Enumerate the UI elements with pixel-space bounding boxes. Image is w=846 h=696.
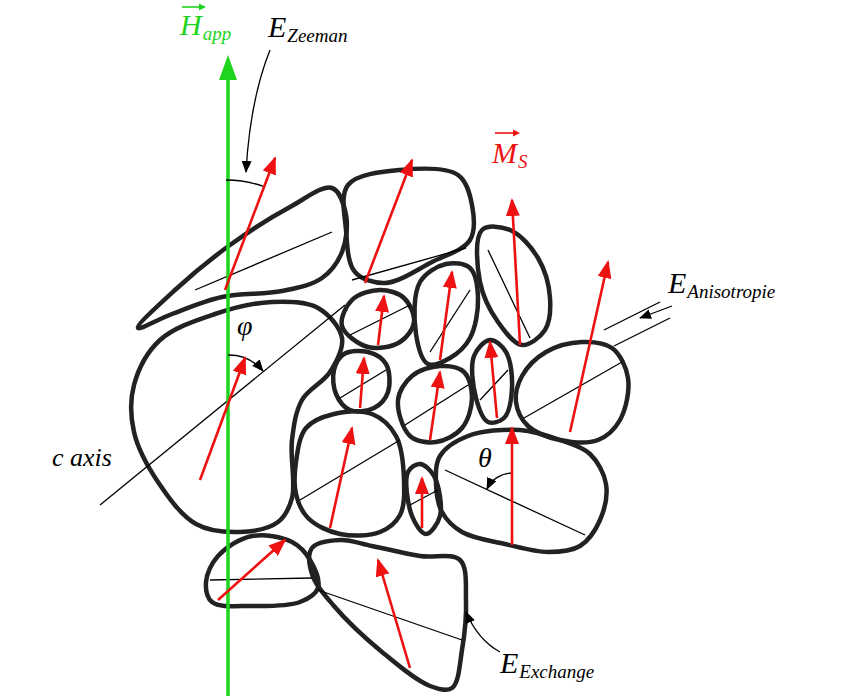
field-symbol: H: [180, 10, 202, 40]
leader-line: [640, 306, 672, 318]
magnetization-arrow: [200, 358, 245, 480]
c-axis-line: [210, 578, 312, 580]
grain-outline: [472, 340, 512, 423]
magnetization-arrow: [512, 200, 520, 345]
magnetization-arrow: [570, 262, 608, 432]
c-axis-line: [100, 305, 345, 505]
vector-bar: [495, 132, 516, 134]
energy-subscript: Anisotropie: [687, 282, 775, 301]
c-axis-line: [300, 440, 400, 500]
magnetization-arrow: [490, 342, 497, 418]
energy-symbol: E: [668, 268, 686, 298]
magnetization-arrow: [440, 272, 452, 360]
leader-line: [246, 50, 270, 172]
grain-outline: [206, 535, 319, 606]
magnetization-arrow: [218, 540, 285, 600]
grain-outline: [309, 540, 466, 690]
grain-outline: [131, 302, 342, 532]
c-axis-line: [604, 302, 660, 330]
grain-outline: [436, 430, 607, 552]
vector-head: [513, 130, 520, 137]
c-axis-line: [488, 250, 530, 338]
c-axis-line: [614, 318, 670, 346]
energy-subscript: Exchange: [519, 662, 594, 681]
magnetization-arrow: [360, 358, 364, 408]
magnetization-arrow: [365, 160, 412, 283]
grain-outline: [295, 411, 405, 535]
grain-outline: [414, 263, 478, 365]
angle-label: φ: [237, 312, 253, 340]
leader-line: [466, 612, 500, 652]
grain-outline: [333, 351, 389, 411]
field-line: [226, 72, 230, 696]
field-arrowhead: [219, 55, 237, 80]
grain-outline: [398, 366, 472, 442]
magnetization-arrow: [421, 478, 424, 528]
magnetization-arrow: [225, 158, 275, 290]
angle-arc: [228, 355, 263, 371]
magnetization-arrow: [378, 560, 410, 668]
angle-arc: [487, 473, 512, 489]
energy-subscript: Zeeman: [287, 26, 347, 45]
magnetization-subscript: S: [518, 152, 528, 171]
angle-label: θ: [478, 444, 492, 472]
magnetization-arrow: [378, 296, 384, 345]
energy-symbol: E: [500, 648, 518, 678]
magnetization-arrow: [511, 428, 514, 545]
c-axis-line: [445, 470, 585, 535]
c-axis-line: [410, 490, 438, 505]
magnetization-arrow: [330, 428, 352, 528]
grain-outline: [342, 290, 414, 348]
c-axis-line: [195, 232, 332, 290]
magnetization-arrow: [430, 372, 440, 440]
grain-outline: [406, 464, 441, 534]
c-axis-line: [524, 362, 622, 418]
magnetization-symbol: M: [492, 138, 517, 168]
grain-outline: [344, 169, 474, 283]
energy-symbol: E: [268, 12, 286, 42]
field-subscript: app: [203, 24, 232, 43]
c-axis-line: [430, 290, 470, 352]
axis-label: c axis: [52, 445, 112, 471]
zeeman-arc: [226, 180, 265, 187]
